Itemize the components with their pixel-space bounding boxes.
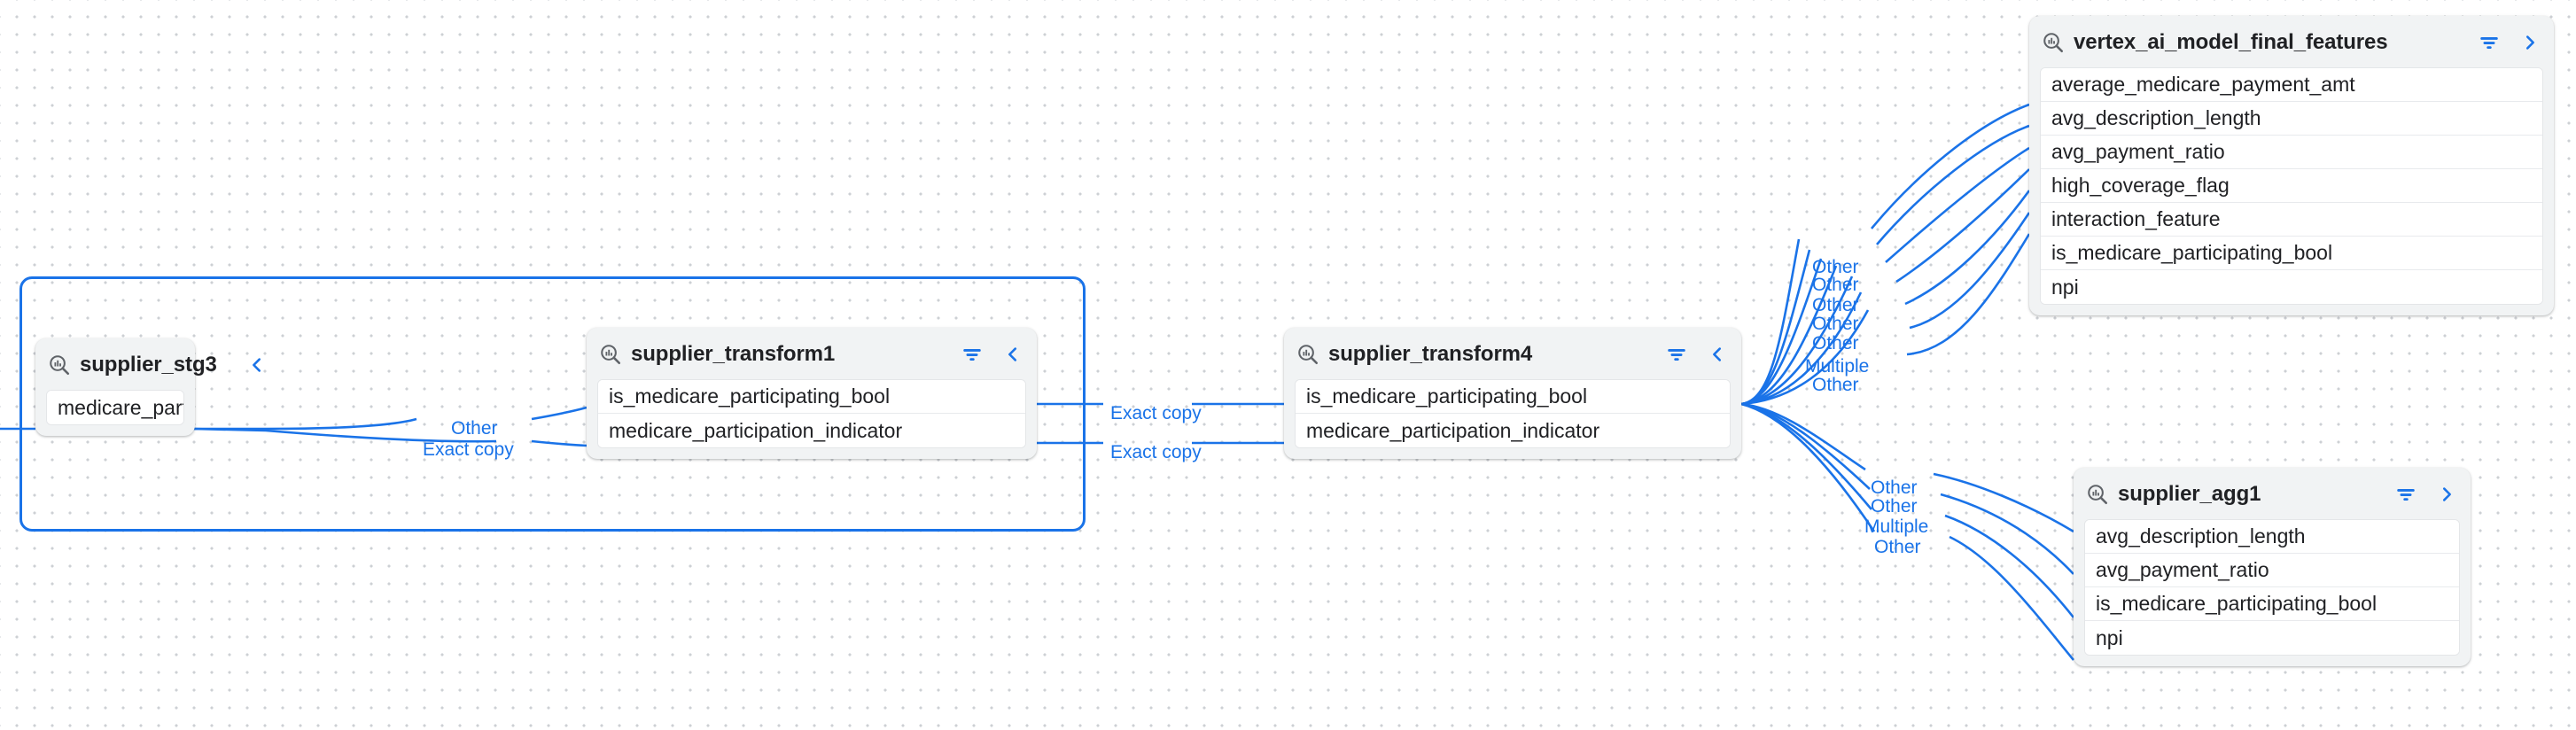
- field-row[interactable]: medicare_participatio...: [47, 391, 183, 424]
- chevron-left-icon[interactable]: [1003, 345, 1023, 364]
- table-search-icon: [599, 343, 622, 366]
- edge-label: Other: [1812, 257, 1859, 277]
- node-title: supplier_agg1: [2118, 482, 2261, 506]
- field-row[interactable]: avg_payment_ratio: [2085, 554, 2459, 587]
- edge-label: Other: [1812, 333, 1859, 353]
- field-row[interactable]: medicare_participation_indicator: [1296, 414, 1730, 447]
- field-row[interactable]: avg_description_length: [2085, 520, 2459, 554]
- edge-label: Other: [1812, 295, 1859, 315]
- chevron-left-icon[interactable]: [1708, 345, 1727, 364]
- table-search-icon: [2086, 483, 2109, 506]
- edge-label: Exact copy: [1110, 442, 1202, 462]
- field-row[interactable]: medicare_participation_indicator: [598, 414, 1025, 447]
- field-row[interactable]: average_medicare_payment_amt: [2041, 68, 2542, 102]
- edge-label: Exact copy: [423, 439, 514, 460]
- table-search-icon: [2042, 31, 2065, 54]
- edge-label: Other: [1812, 375, 1859, 395]
- filter-icon[interactable]: [2478, 31, 2501, 54]
- field-row[interactable]: high_coverage_flag: [2041, 169, 2542, 203]
- group-container[interactable]: [19, 276, 1086, 532]
- node-supplier-transform1[interactable]: supplier_transform1 is_medicare_particip…: [587, 328, 1037, 459]
- node-header: supplier_stg3: [46, 347, 261, 383]
- edge-label: Multiple: [1864, 516, 1929, 537]
- field-list: medicare_participatio...: [46, 390, 184, 425]
- node-header: supplier_agg1: [2084, 477, 2460, 512]
- edge-label: Other: [1871, 496, 1918, 516]
- field-row[interactable]: interaction_feature: [2041, 203, 2542, 237]
- node-title: supplier_transform1: [631, 342, 836, 366]
- edge-label: Other: [451, 418, 498, 439]
- node-header: supplier_transform1: [597, 337, 1026, 372]
- node-title: supplier_stg3: [80, 353, 217, 377]
- field-row[interactable]: is_medicare_participating_bool: [598, 380, 1025, 414]
- chevron-right-icon[interactable]: [2437, 485, 2456, 504]
- edge-label: Exact copy: [1110, 403, 1202, 423]
- chevron-left-icon[interactable]: [247, 355, 267, 375]
- field-row[interactable]: npi: [2041, 270, 2542, 304]
- node-header: vertex_ai_model_final_features: [2040, 25, 2543, 60]
- node-supplier-agg1[interactable]: supplier_agg1 avg_description_length avg…: [2074, 468, 2471, 666]
- node-vertex-ai-model-final-features[interactable]: vertex_ai_model_final_features average_m…: [2029, 16, 2554, 315]
- filter-icon[interactable]: [1665, 343, 1688, 366]
- node-title: vertex_ai_model_final_features: [2074, 30, 2388, 54]
- field-list: is_medicare_participating_bool medicare_…: [597, 379, 1026, 448]
- edge-label: Multiple: [1805, 356, 1870, 377]
- edge-label: Other: [1871, 478, 1918, 498]
- node-supplier-stg3[interactable]: supplier_stg3 medicare_participatio...: [35, 338, 261, 436]
- edge-label: Other: [1812, 314, 1859, 334]
- filter-icon[interactable]: [2394, 483, 2417, 506]
- node-title: supplier_transform4: [1328, 342, 1533, 366]
- edge-label: Other: [1874, 537, 1921, 557]
- field-list: avg_description_length avg_payment_ratio…: [2084, 519, 2460, 656]
- node-supplier-transform4[interactable]: supplier_transform4 is_medicare_particip…: [1284, 328, 1741, 459]
- field-list: is_medicare_participating_bool medicare_…: [1295, 379, 1731, 448]
- table-search-icon: [48, 353, 71, 377]
- chevron-right-icon[interactable]: [2520, 33, 2540, 52]
- table-search-icon: [1296, 343, 1319, 366]
- filter-icon[interactable]: [961, 343, 984, 366]
- edge-label: Other: [1812, 275, 1859, 295]
- node-header: supplier_transform4: [1295, 337, 1731, 372]
- field-row[interactable]: avg_description_length: [2041, 102, 2542, 136]
- field-row[interactable]: avg_payment_ratio: [2041, 136, 2542, 169]
- field-row[interactable]: npi: [2085, 621, 2459, 655]
- field-row[interactable]: is_medicare_participating_bool: [2041, 237, 2542, 270]
- field-list: average_medicare_payment_amt avg_descrip…: [2040, 67, 2543, 305]
- field-row[interactable]: is_medicare_participating_bool: [2085, 587, 2459, 621]
- field-row[interactable]: is_medicare_participating_bool: [1296, 380, 1730, 414]
